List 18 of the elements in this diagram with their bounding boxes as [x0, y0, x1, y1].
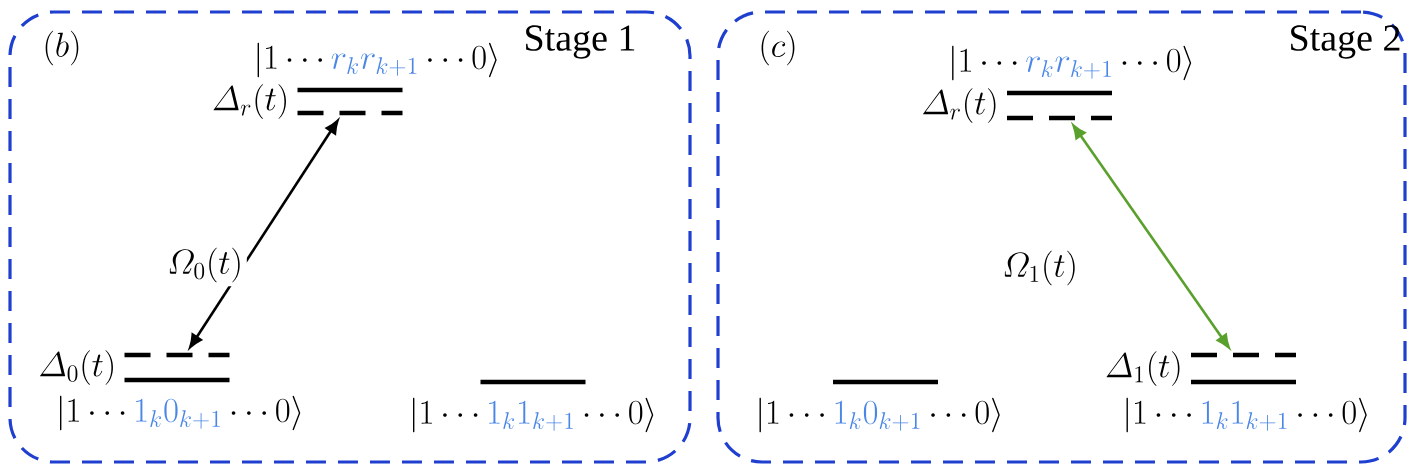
- state-ket: $|1\cdots{\color[HTML]{4A86E8}1_k0_{k+1}}\cdots0\rangle$: [759, 397, 1000, 433]
- detuning-label: $\varDelta_r(t)$: [213, 84, 286, 119]
- detuning-label: $\varDelta_1(t)$: [1106, 351, 1180, 386]
- state-ket: $|1\cdots{\color[HTML]{4A86E8}1_k0_{k+1}}\cdots0\rangle$: [60, 395, 301, 431]
- state-ket: $|1\cdots{\color[HTML]{4A86E8}r_kr_{k+1}}\cdots0\rangle$: [952, 45, 1192, 81]
- transition-arrow: [1072, 124, 1230, 349]
- detuning-label: $\varDelta_0(t)$: [40, 350, 113, 385]
- rabi-label: $\varOmega_0(t)$: [163, 243, 247, 287]
- rabi-label: $\varOmega_1(t)$: [998, 246, 1082, 290]
- detuning-label: $\varDelta_r(t)$: [923, 88, 996, 123]
- stage-label: Stage 1: [526, 25, 635, 59]
- transition-arrow: [189, 119, 339, 349]
- panel-label: $(b)$: [45, 30, 79, 66]
- state-ket: $|1\cdots{\color[HTML]{4A86E8}1_k1_{k+1}}\cdots0\rangle$: [1126, 397, 1367, 433]
- panel-label: $(c)$: [761, 30, 795, 66]
- stage-label: Stage 2: [1291, 25, 1400, 59]
- state-ket: $|1\cdots{\color[HTML]{4A86E8}r_kr_{k+1}}\cdots0\rangle$: [257, 42, 497, 78]
- state-ket: $|1\cdots{\color[HTML]{4A86E8}1_k1_{k+1}}\cdots0\rangle$: [413, 397, 654, 433]
